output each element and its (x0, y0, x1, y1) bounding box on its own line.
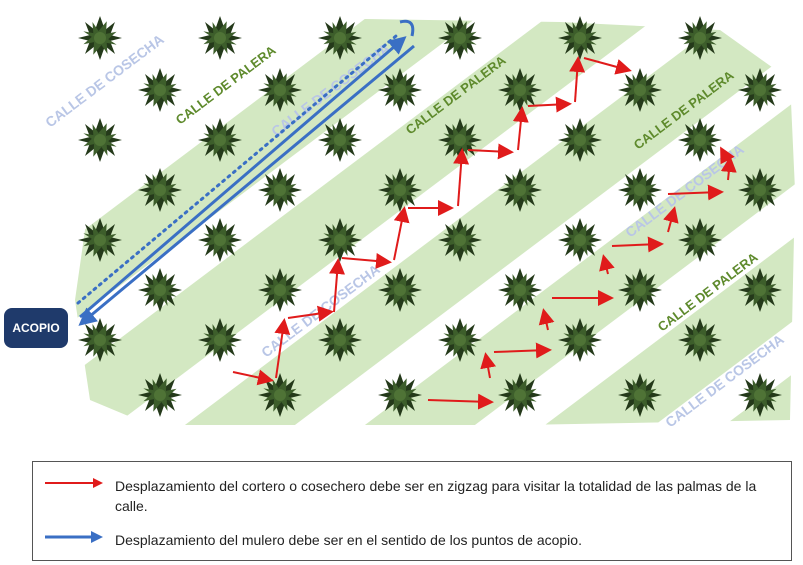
palera-band (75, 18, 680, 425)
palm-tree-icon (196, 14, 244, 62)
cortero-arrow (720, 146, 735, 166)
cortero-arrow (232, 369, 274, 386)
palm-tree-icon (76, 116, 124, 164)
palm-tree-icon (136, 66, 184, 114)
cortero-arrow (274, 318, 291, 379)
cortero-arrow (427, 393, 494, 410)
mulero-return-arrow (78, 44, 415, 326)
legend-text-cortero: Desplazamiento del cortero o cosechero d… (115, 478, 757, 514)
cortero-arrow (393, 206, 410, 261)
legend-text-mulero: Desplazamiento del mulero debe ser en el… (115, 532, 582, 548)
cortero-arrow (480, 352, 497, 379)
arrow-right-icon (45, 478, 103, 488)
cortero-arrow (663, 206, 679, 233)
mulero-dotted-path (76, 34, 398, 305)
cortero-arrow (287, 305, 334, 322)
palera-band (345, 18, 795, 425)
palm-tree-icon (76, 14, 124, 62)
cortero-arrow (569, 56, 586, 103)
arrow-right-icon (45, 531, 103, 543)
cortero-arrow (599, 254, 615, 275)
legend-box: Desplazamiento del cortero o cosechero d… (32, 461, 792, 561)
palera-band (75, 18, 500, 425)
cortero-arrow (512, 106, 529, 151)
cortero-arrow (341, 252, 392, 269)
cortero-arrow (611, 236, 664, 253)
mulero-route (76, 19, 415, 326)
cortero-arrow (493, 342, 552, 359)
cortero-arrow (453, 148, 470, 207)
cortero-arrow (329, 258, 346, 313)
cortero-arrow (538, 308, 555, 331)
cortero-arrow (467, 143, 514, 160)
cortero-arrow (527, 96, 572, 113)
cortero-arrow (667, 184, 724, 201)
mulero-turn-icon (399, 19, 415, 37)
harvest-layout-diagram: CALLE DE COSECHA CALLE DE PALERA CALLE D… (4, 14, 795, 430)
cortero-zigzag-route (232, 56, 737, 410)
legend-item-cortero: Desplazamiento del cortero o cosechero d… (43, 476, 765, 516)
acopio-label: ACOPIO (12, 321, 59, 335)
cortero-arrow (583, 57, 632, 75)
acopio-point: ACOPIO (4, 308, 68, 348)
legend-item-mulero: Desplazamiento del mulero debe ser en el… (43, 530, 765, 550)
